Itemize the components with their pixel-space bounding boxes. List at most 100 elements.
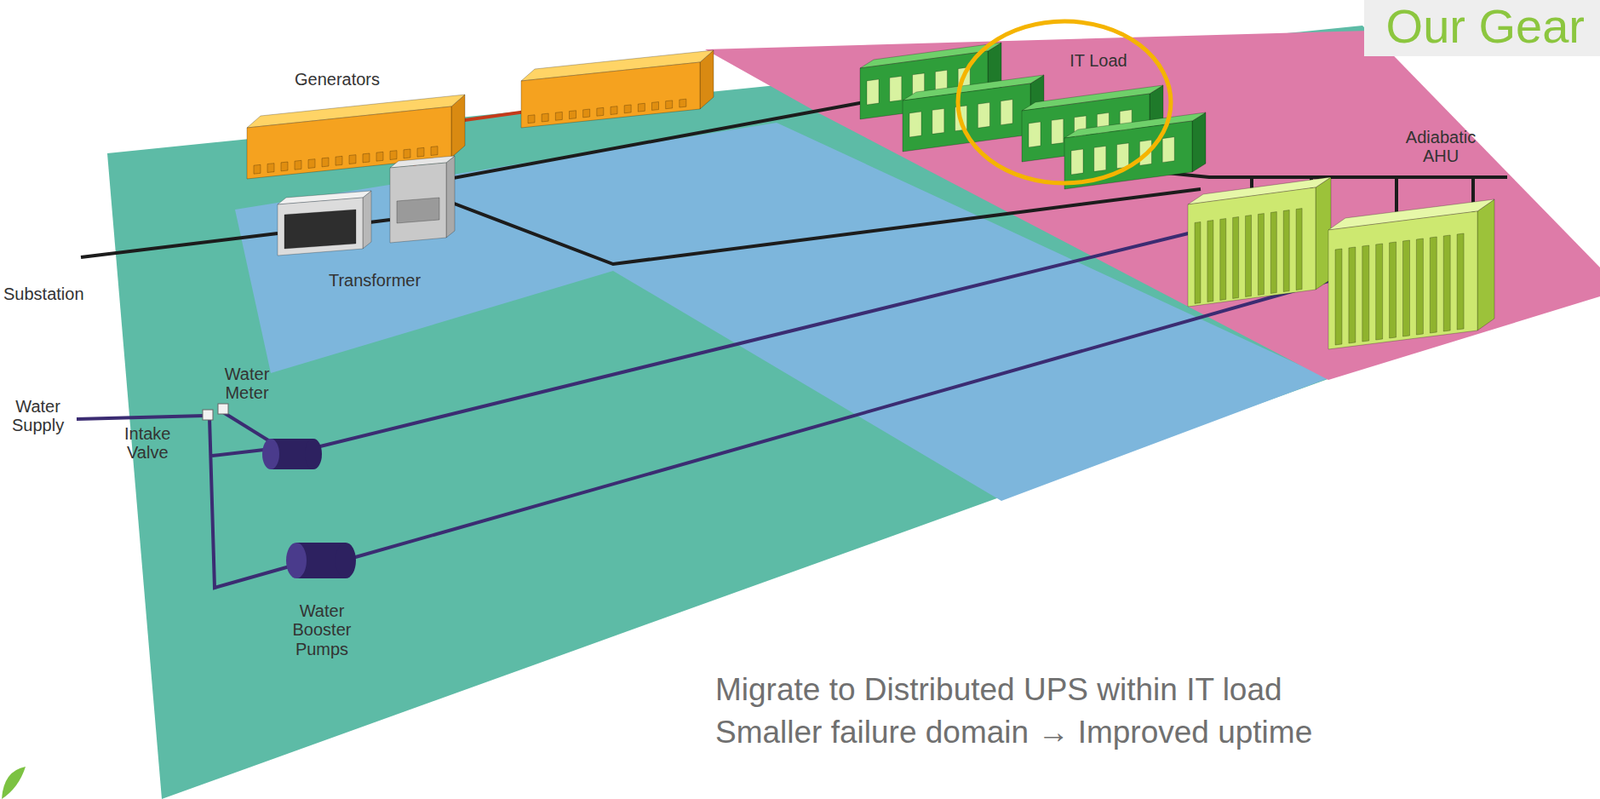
ahu-louver	[1245, 215, 1252, 298]
ahu-louver	[1456, 233, 1464, 330]
generator-grille	[652, 102, 660, 111]
pump-end	[286, 542, 307, 579]
pump-end	[304, 438, 322, 470]
generator-grille	[541, 113, 549, 122]
caption-line: Migrate to Distributed UPS within IT loa…	[715, 670, 1283, 709]
ahu-louver	[1257, 213, 1264, 296]
generator-grille	[253, 164, 261, 174]
switchgear-front	[389, 162, 447, 243]
generator-grille	[596, 107, 604, 116]
logo-leaf	[1, 766, 26, 799]
part-name: Water Booster Pumps	[292, 601, 352, 659]
generator-grille	[349, 154, 356, 165]
generator-grille	[665, 100, 673, 109]
ahu-louver	[1362, 245, 1370, 342]
adiabatic-ahu-front	[1328, 211, 1478, 350]
generator-grille	[555, 111, 563, 121]
rack-window	[889, 75, 902, 102]
part-name: Water Supply	[11, 396, 64, 436]
adiabatic-ahu-side	[1477, 199, 1495, 331]
generator-grille	[430, 146, 438, 156]
ahu-louver	[1296, 208, 1302, 291]
switchgear-panel	[396, 197, 440, 224]
booster-pump	[262, 438, 322, 470]
ahu-louver	[1389, 241, 1397, 339]
transformer-panel	[284, 209, 356, 249]
generator-grille	[308, 159, 316, 169]
generator-grille	[679, 98, 687, 108]
generator-grille	[335, 155, 343, 166]
generator-grille	[583, 108, 591, 118]
pump-end	[262, 438, 280, 470]
ahu-louver	[1403, 240, 1411, 337]
equipment	[246, 42, 1495, 350]
slide-title: Our Gear	[1364, 0, 1600, 57]
ahu-louver	[1376, 243, 1383, 340]
rack-window	[1162, 137, 1175, 163]
transformer-front	[277, 197, 363, 256]
it-rack-front	[902, 83, 1031, 152]
water-pipe	[223, 412, 273, 443]
generator-grille	[389, 150, 397, 161]
power-wire	[438, 189, 1201, 264]
part-name: Intake Valve	[124, 424, 171, 463]
ahu-louver	[1207, 220, 1214, 303]
it-rack-front	[1064, 120, 1193, 190]
ahu-louver	[1283, 210, 1290, 293]
part-name: Water Meter	[224, 364, 270, 403]
ahu-louver	[1335, 248, 1342, 345]
generator-grille	[267, 163, 275, 173]
ahu-louver	[1232, 217, 1239, 299]
part-name: Transformer	[328, 270, 421, 290]
rack-window	[1117, 143, 1130, 169]
generator-front	[521, 62, 700, 128]
rack-window	[977, 102, 990, 128]
generator-grille	[362, 153, 370, 163]
part-name: IT Load	[1069, 51, 1127, 70]
caption-line: Smaller failure domain → Improved uptime	[715, 713, 1313, 752]
generator-grille	[417, 147, 425, 157]
water-pipe	[212, 449, 264, 456]
water-pipe	[352, 281, 1329, 558]
generator-grille	[403, 149, 411, 159]
generator-grille	[281, 161, 288, 172]
rack-window	[1000, 99, 1013, 126]
part-name: Generators	[294, 69, 380, 89]
generator-grille	[527, 114, 535, 124]
rack-window	[1028, 121, 1041, 148]
ahu-louver	[1220, 218, 1227, 301]
rack-window	[1094, 145, 1107, 172]
power-wire	[80, 233, 278, 258]
rack-window	[909, 111, 922, 138]
part-name: Adiabatic AHU	[1405, 127, 1476, 167]
water-meter-symbol	[217, 403, 229, 414]
water-pipe	[76, 415, 205, 419]
booster-pump	[286, 542, 356, 579]
generator-grille	[624, 104, 631, 114]
generator-grille	[321, 157, 329, 167]
generator-grille	[610, 106, 618, 115]
site-floor	[107, 25, 1600, 799]
ahu-louver	[1443, 235, 1451, 332]
intake-valve-symbol	[202, 409, 213, 420]
generator-grille	[376, 151, 384, 161]
ahu-louver	[1429, 236, 1437, 333]
power-wire	[1394, 177, 1399, 213]
switchgear-side	[446, 155, 455, 238]
ahu-louver	[1194, 222, 1201, 304]
rack-window	[1051, 118, 1064, 144]
rack-window	[932, 108, 945, 134]
water-pipe	[316, 228, 1210, 448]
it-rack-side	[1192, 112, 1206, 173]
ahu-louver	[1416, 238, 1423, 335]
it-zone	[705, 30, 1600, 380]
highlight-circle	[957, 21, 1171, 184]
generator-grille	[569, 110, 577, 120]
ahu-louver	[1270, 212, 1277, 294]
transformer-side	[362, 190, 372, 249]
water-pipes	[76, 228, 1329, 588]
rack-window	[1071, 149, 1084, 175]
adiabatic-ahu-front	[1187, 187, 1316, 307]
ahu-louver	[1348, 246, 1356, 344]
